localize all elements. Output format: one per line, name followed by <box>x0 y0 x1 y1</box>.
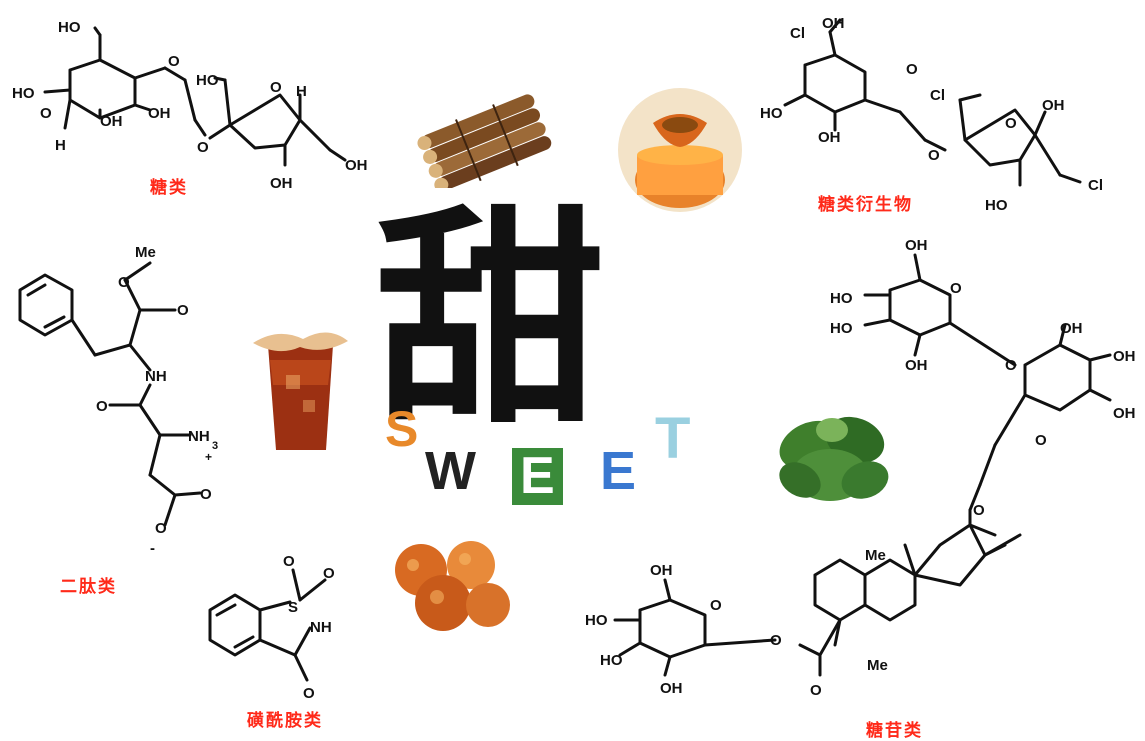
svg-text:O: O <box>906 61 918 78</box>
svg-text:Cl: Cl <box>930 87 945 104</box>
sucrose-structure: HO O HO O H OH OH O HO O H OH OH <box>12 19 368 192</box>
svg-text:OH: OH <box>1060 320 1083 337</box>
svg-text:O: O <box>303 685 315 700</box>
svg-text:Me: Me <box>865 547 886 564</box>
svg-text:O: O <box>928 147 940 164</box>
svg-text:H: H <box>296 83 307 100</box>
svg-text:OH: OH <box>148 105 171 122</box>
svg-text:NH: NH <box>310 619 332 636</box>
svg-text:O: O <box>200 486 212 503</box>
sweet-letter-e2: E <box>600 441 637 501</box>
sweet-letter-t: T <box>655 406 691 471</box>
svg-text:O: O <box>177 302 189 319</box>
svg-text:+: + <box>205 450 212 464</box>
svg-text:O: O <box>155 520 167 537</box>
svg-text:OH: OH <box>905 237 928 254</box>
svg-text:HO: HO <box>196 72 219 89</box>
svg-text:O: O <box>810 682 822 699</box>
svg-text:Me: Me <box>135 244 156 261</box>
svg-text:OH: OH <box>270 175 293 192</box>
sweet-hanzi: 甜 <box>375 185 606 455</box>
svg-text:O: O <box>770 632 782 649</box>
svg-text:-: - <box>150 540 155 557</box>
svg-text:O: O <box>283 553 295 570</box>
svg-text:OH: OH <box>650 562 673 579</box>
label-glycoside: 糖苷类 <box>866 721 923 741</box>
svg-text:OH: OH <box>100 113 123 130</box>
svg-text:HO: HO <box>760 105 783 122</box>
stevioside-structure: OH O HO HO OH O OH OH OH O O Me Me OH HO… <box>585 237 1136 699</box>
sugarcane-image <box>417 94 552 188</box>
svg-text:HO: HO <box>985 197 1008 214</box>
svg-text:S: S <box>288 599 298 616</box>
sucralose-structure: Cl OH O HO OH O Cl O OH HO Cl <box>760 15 1103 214</box>
label-sugar-derivative: 糖类衍生物 <box>818 195 913 215</box>
sweet-letter-s: S <box>385 401 419 457</box>
saccharin-structure: S O O NH O <box>208 553 335 700</box>
svg-text:O: O <box>1035 432 1047 449</box>
sweet-letter-w: W <box>425 441 476 501</box>
label-sugar: 糖类 <box>150 178 188 198</box>
svg-text:HO: HO <box>600 652 623 669</box>
svg-text:OH: OH <box>1113 348 1136 365</box>
svg-text:HO: HO <box>585 612 608 629</box>
svg-text:OH: OH <box>905 357 928 374</box>
svg-text:O: O <box>710 597 722 614</box>
svg-text:OH: OH <box>660 680 683 697</box>
svg-text:HO: HO <box>58 19 81 36</box>
svg-text:OH: OH <box>1113 405 1136 422</box>
svg-text:OH: OH <box>822 15 845 32</box>
svg-text:Cl: Cl <box>1088 177 1103 194</box>
svg-text:O: O <box>40 105 52 122</box>
aspartame-structure: Me O O NH O NH 3 + O O - <box>18 244 218 557</box>
svg-text:O: O <box>197 139 209 156</box>
svg-text:O: O <box>168 53 180 70</box>
svg-text:HO: HO <box>830 320 853 337</box>
svg-text:HO: HO <box>830 290 853 307</box>
svg-text:OH: OH <box>345 157 368 174</box>
label-dipeptide: 二肽类 <box>60 577 117 597</box>
label-sulfonamide: 磺酰胺类 <box>247 711 323 731</box>
tea-image <box>253 332 348 450</box>
svg-text:HO: HO <box>12 85 35 102</box>
svg-text:Me: Me <box>867 657 888 674</box>
honey-image <box>618 88 742 212</box>
svg-text:O: O <box>118 274 130 291</box>
stevia-leaves-image <box>779 416 889 501</box>
svg-text:O: O <box>1005 115 1017 132</box>
svg-text:O: O <box>973 502 985 519</box>
svg-text:O: O <box>96 398 108 415</box>
svg-text:NH: NH <box>145 368 167 385</box>
luo-han-guo-fruit-image <box>395 541 510 631</box>
svg-text:O: O <box>323 565 335 582</box>
sweet-letter-e1: E <box>512 447 563 506</box>
svg-text:O: O <box>950 280 962 297</box>
svg-text:NH: NH <box>188 428 210 445</box>
svg-text:H: H <box>55 137 66 154</box>
svg-text:OH: OH <box>1042 97 1065 114</box>
svg-text:Cl: Cl <box>790 25 805 42</box>
svg-text:3: 3 <box>212 440 218 452</box>
svg-text:OH: OH <box>818 129 841 146</box>
svg-text:O: O <box>1005 357 1017 374</box>
svg-text:O: O <box>270 79 282 96</box>
